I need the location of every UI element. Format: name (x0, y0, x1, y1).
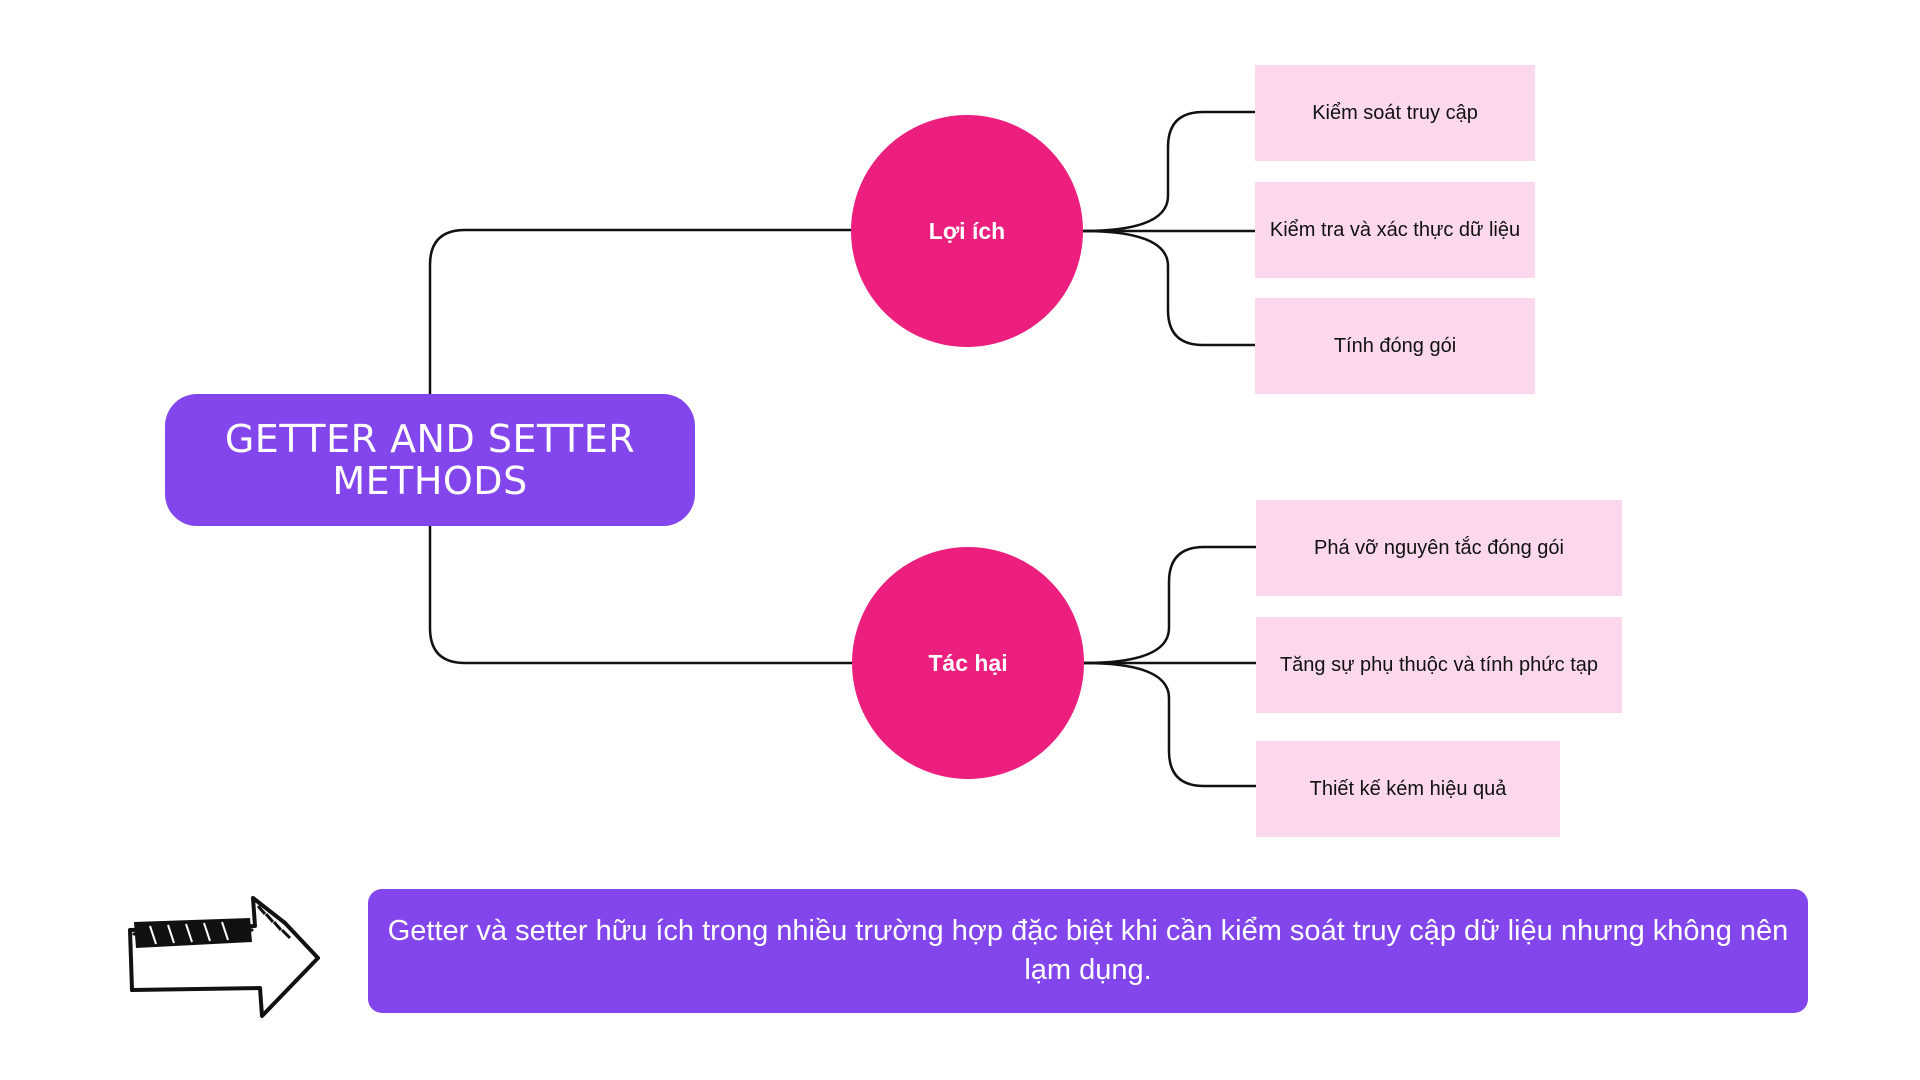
summary-text: Getter và setter hữu ích trong nhiều trư… (387, 915, 1789, 986)
leaf-harm-poor-design: Thiết kế kém hiệu quả (1256, 741, 1560, 837)
leaf-label: Tăng sự phụ thuộc và tính phức tạp (1279, 653, 1599, 676)
leaf-label: Thiết kế kém hiệu quả (1309, 777, 1507, 800)
hand-drawn-right-arrow-icon (128, 896, 320, 1018)
connector-root-benefits (428, 228, 851, 394)
connector-harms-leaf-1 (1083, 545, 1256, 665)
branch-label-harms: Tác hại (928, 649, 1008, 676)
connector-root-harms (428, 526, 852, 665)
root-node: GETTER AND SETTER METHODS (165, 394, 695, 526)
summary-box: Getter và setter hữu ích trong nhiều trư… (368, 889, 1808, 1013)
leaf-label: Tính đóng gói (1333, 334, 1457, 357)
branch-node-harms: Tác hại (852, 547, 1084, 779)
root-title: GETTER AND SETTER METHODS (224, 417, 636, 503)
leaf-benefit-validation: Kiểm tra và xác thực dữ liệu (1255, 182, 1535, 278)
leaf-label: Phá vỡ nguyên tắc đóng gói (1314, 536, 1564, 559)
leaf-benefit-access-control: Kiểm soát truy cập (1255, 65, 1535, 161)
leaf-benefit-encapsulation: Tính đóng gói (1255, 298, 1535, 394)
leaf-label: Kiểm tra và xác thực dữ liệu (1269, 218, 1521, 241)
leaf-harm-breaks-encapsulation: Phá vỡ nguyên tắc đóng gói (1256, 500, 1622, 596)
leaf-harm-complexity: Tăng sự phụ thuộc và tính phức tạp (1256, 617, 1622, 713)
branch-label-benefits: Lợi ích (928, 217, 1006, 244)
leaf-label: Kiểm soát truy cập (1312, 101, 1478, 124)
connector-benefits-leaf-3 (1082, 229, 1255, 347)
connector-harms-leaf-3 (1083, 661, 1256, 788)
branch-node-benefits: Lợi ích (851, 115, 1083, 347)
connector-benefits-leaf-1 (1082, 110, 1255, 233)
